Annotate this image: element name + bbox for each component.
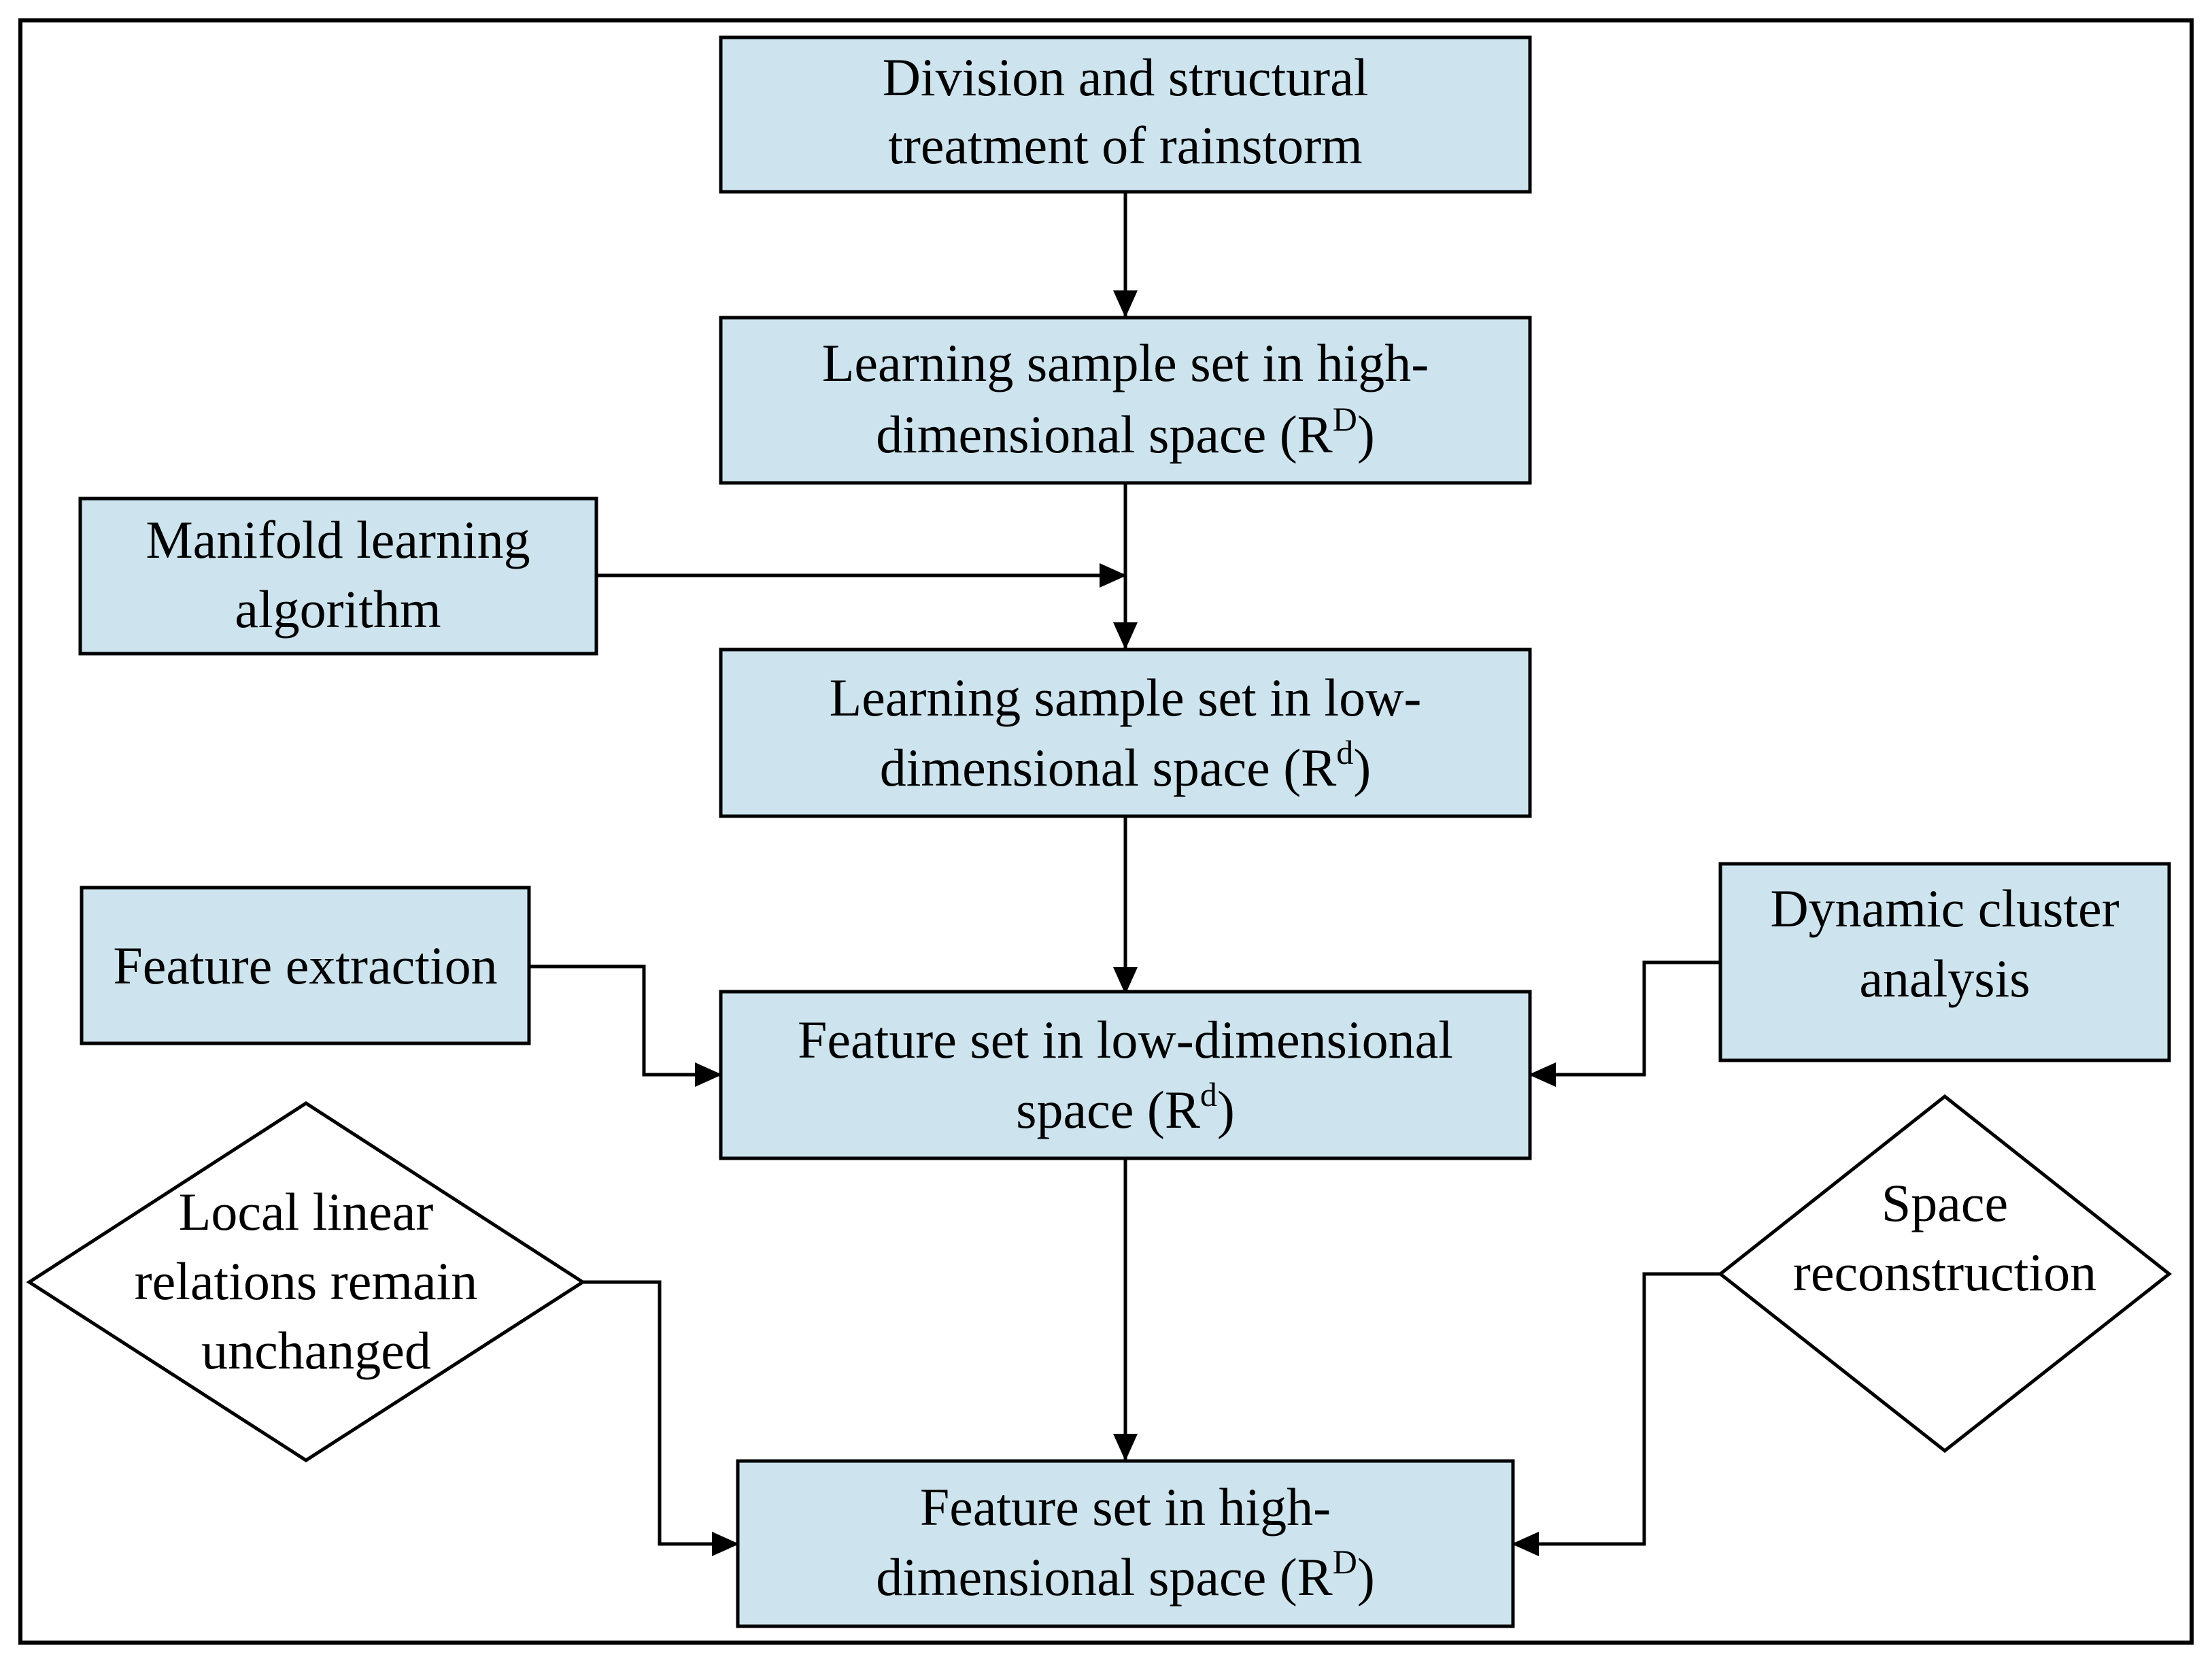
feature-low-label-main: space (R (1016, 1080, 1200, 1139)
local-linear-label-line-2: relations remain (135, 1252, 478, 1311)
feature-high-label-close: ) (1357, 1547, 1375, 1607)
feature-low-label-superscript: d (1200, 1075, 1217, 1113)
sample-high-node: Learning sample set in high- dimensional… (719, 316, 1532, 485)
feature-high-label-line-2: dimensional space (RD) (876, 1543, 1375, 1607)
dynamic-cluster-node: Dynamic cluster analysis (1718, 862, 2171, 1062)
sample-high-label-close: ) (1357, 405, 1375, 464)
sample-high-label-main: dimensional space (R (876, 405, 1333, 464)
space-reconstruction-node: Space reconstruction (1717, 1094, 2173, 1454)
feature-low-label-line-1: Feature set in low-dimensional (798, 1010, 1453, 1069)
space-reconstruction-label-line-2: reconstruction (1793, 1243, 2096, 1302)
sample-low-label-line-1: Learning sample set in low- (830, 668, 1422, 727)
division-node: Division and structural treatment of rai… (719, 35, 1532, 194)
sample-low-label-line-2: dimensional space (Rd) (880, 733, 1371, 797)
sample-low-label-superscript: d (1336, 733, 1353, 771)
edge-dynamic-cluster-to-feature-low (1529, 960, 1720, 1087)
sample-high-label-line-2: dimensional space (RD) (876, 400, 1375, 464)
feature-high-label-superscript: D (1333, 1543, 1357, 1581)
feature-high-label-line-1: Feature set in high- (920, 1477, 1331, 1536)
feature-extraction-label: Feature extraction (113, 936, 497, 995)
sample-high-label-line-1: Learning sample set in high- (822, 333, 1429, 392)
feature-high-label-main: dimensional space (R (876, 1547, 1333, 1607)
outer-frame (18, 18, 2194, 1645)
dynamic-cluster-label-line-2: analysis (1859, 949, 2030, 1008)
local-linear-node: Local linear relations remain unchanged (26, 1101, 586, 1462)
manifold-node: Manifold learning algorithm (78, 497, 598, 656)
sample-low-node: Learning sample set in low- dimensional … (719, 648, 1532, 818)
sample-high-label-superscript: D (1333, 400, 1357, 438)
division-label-line-2: treatment of rainstorm (888, 116, 1362, 175)
sample-low-label-close: ) (1353, 738, 1371, 797)
edge-space-reconstruction-to-feature-high (1512, 1272, 1720, 1556)
manifold-label-line-1: Manifold learning (146, 510, 530, 569)
feature-extraction-node: Feature extraction (80, 886, 531, 1045)
feature-low-node: Feature set in low-dimensional space (Rd… (719, 990, 1532, 1160)
division-label-line-1: Division and structural (883, 48, 1369, 107)
feature-low-label-close: ) (1217, 1080, 1235, 1139)
local-linear-label-line-3: unchanged (201, 1321, 431, 1380)
feature-high-node: Feature set in high- dimensional space (… (736, 1459, 1515, 1628)
space-reconstruction-label-line-1: Space (1882, 1173, 2008, 1232)
manifold-label-line-2: algorithm (235, 579, 441, 639)
feature-low-label-line-2: space (Rd) (1016, 1075, 1235, 1139)
local-linear-label-line-1: Local linear (179, 1182, 434, 1241)
sample-low-label-main: dimensional space (R (880, 738, 1337, 797)
edge-local-linear-to-feature-high (583, 1280, 739, 1556)
edge-feature-extraction-to-feature-low (529, 964, 722, 1087)
dynamic-cluster-label-line-1: Dynamic cluster (1770, 879, 2119, 938)
